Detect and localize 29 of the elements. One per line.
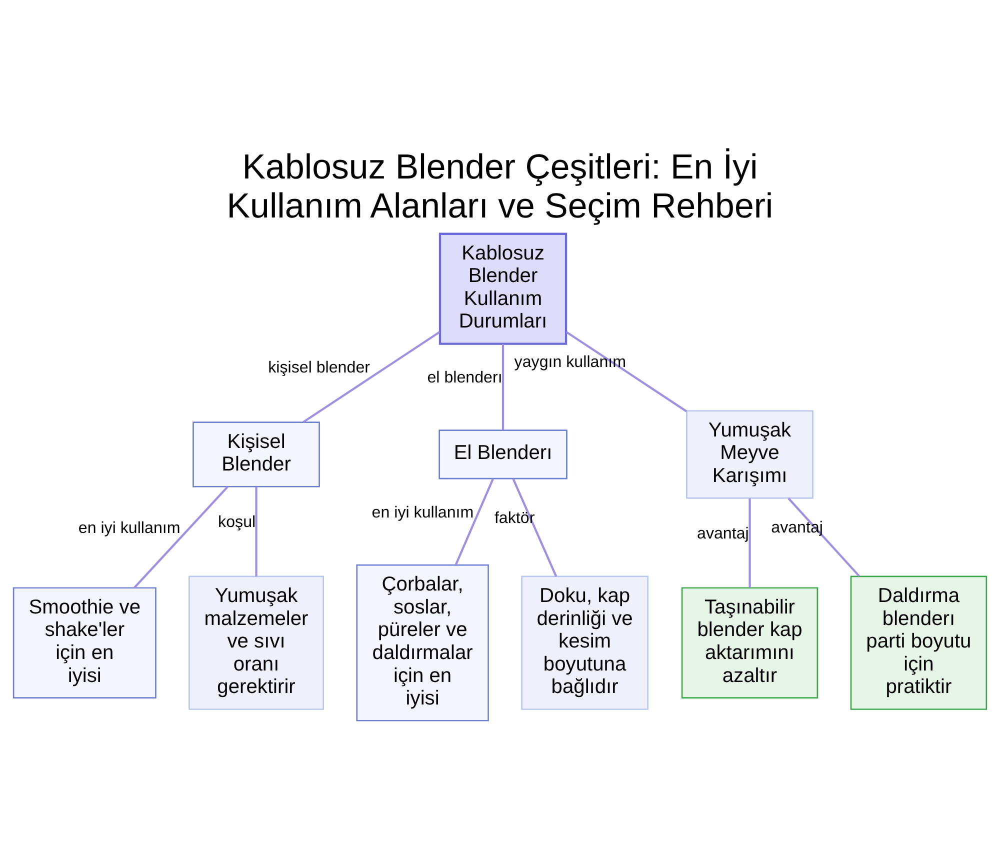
connector [134, 486, 228, 588]
connector [748, 498, 751, 588]
edge-label: koşul [218, 512, 256, 531]
node-box: Yumuşak malzemeler ve sıvı oranı gerektirir [188, 575, 324, 710]
connector [512, 478, 558, 576]
connector [566, 330, 688, 412]
connector [502, 343, 504, 430]
diagram-title: Kablosuz Blender Çeşitleri: En İyi Kullanım Alanları ve Seçim Rehberi [226, 147, 774, 226]
node-box: Çorbalar, soslar, püreler ve daldırmalar için en iyisi [356, 564, 489, 721]
node-box: Doku, kap derinliği ve kesim boyutuna bağlıdır [521, 575, 648, 710]
node-box: Kişisel Blender [192, 421, 320, 487]
node-box: El Blenderı [438, 429, 568, 479]
edge-label: el blenderı [427, 368, 502, 386]
node-box: Taşınabilir blender kap aktarımını azaltır [681, 586, 818, 698]
connector [255, 486, 258, 576]
edge-label: avantaj [697, 524, 749, 542]
connector [454, 478, 494, 565]
connector [302, 330, 440, 422]
node-box: Smoothie ve shake'ler için en iyisi [12, 586, 156, 698]
connector [788, 497, 860, 576]
node-box: Kablosuz Blender Kullanım Durumları [438, 232, 568, 344]
node-box: Yumuşak Meyve Karışımı [686, 410, 814, 498]
edge-label: avantaj [771, 518, 823, 536]
edge-label: en iyi kullanım [78, 518, 180, 536]
edge-label: kişisel blender [268, 358, 370, 376]
edge-label: faktör [494, 508, 535, 527]
edge-label: en iyi kullanım [372, 502, 474, 521]
edge-label: yaygın kullanım [514, 352, 626, 371]
node-box: Daldırma blenderı parti boyutu için pratiktir [850, 575, 988, 710]
